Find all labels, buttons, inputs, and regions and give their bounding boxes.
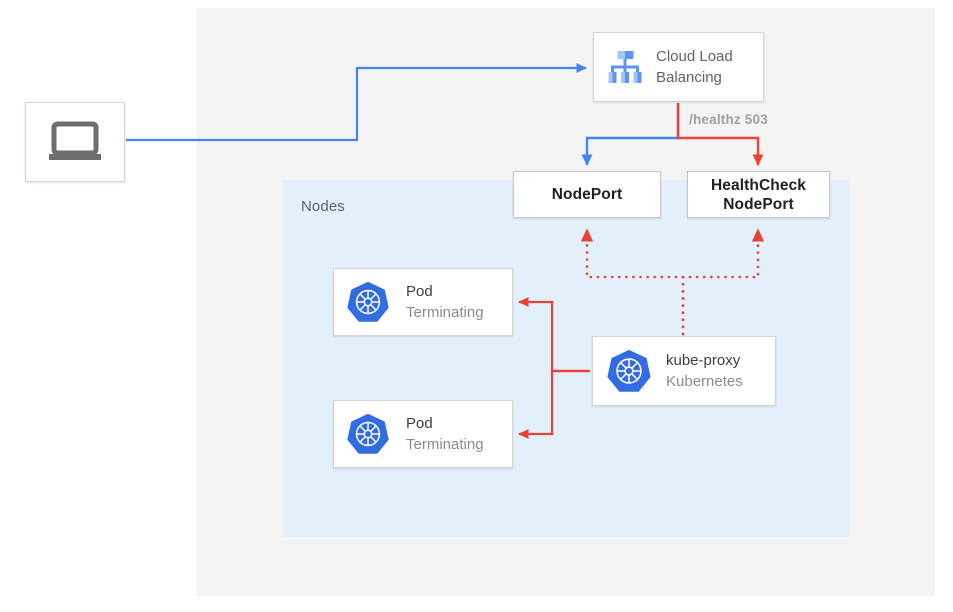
kubernetes-icon [346,412,390,456]
kube-proxy-node[interactable]: kube-proxy Kubernetes [592,336,776,406]
nodes-region-label: Nodes [301,198,345,215]
pod-1-subtitle: Terminating [406,304,484,321]
kubernetes-icon [606,348,652,394]
kube-proxy-text: kube-proxy Kubernetes [666,350,743,392]
healthcheck-nodeport-text: HealthCheck NodePort [711,176,806,214]
kube-proxy-subtitle: Kubernetes [666,373,743,390]
healthz-edge-label: /healthz 503 [689,112,768,127]
healthcheck-nodeport-box[interactable]: HealthCheck NodePort [687,171,830,218]
healthcheck-nodeport-label-line1: HealthCheck [711,176,806,194]
cloud-load-balancing-node[interactable]: Cloud Load Balancing [593,32,764,102]
nodeport-label: NodePort [551,186,623,203]
pod-2-title: Pod [406,415,433,432]
kube-proxy-title: kube-proxy [666,352,741,369]
client-node[interactable] [25,102,125,182]
laptop-icon [47,120,103,164]
pod-node-2[interactable]: Pod Terminating [333,400,513,468]
kubernetes-icon [346,280,390,324]
pod-2-text: Pod Terminating [406,413,484,455]
nodeport-box[interactable]: NodePort [513,171,661,218]
cloud-load-balancing-title-line2: Balancing [656,69,722,86]
healthcheck-nodeport-label-line2: NodePort [723,195,794,213]
pod-1-title: Pod [406,283,433,300]
cloud-load-balancing-text: Cloud Load Balancing [656,46,733,88]
pod-2-subtitle: Terminating [406,436,484,453]
cloud-load-balancing-title-line1: Cloud Load [656,48,733,65]
pod-node-1[interactable]: Pod Terminating [333,268,513,336]
pod-1-text: Pod Terminating [406,281,484,323]
cloud-load-balancing-icon [605,47,645,87]
